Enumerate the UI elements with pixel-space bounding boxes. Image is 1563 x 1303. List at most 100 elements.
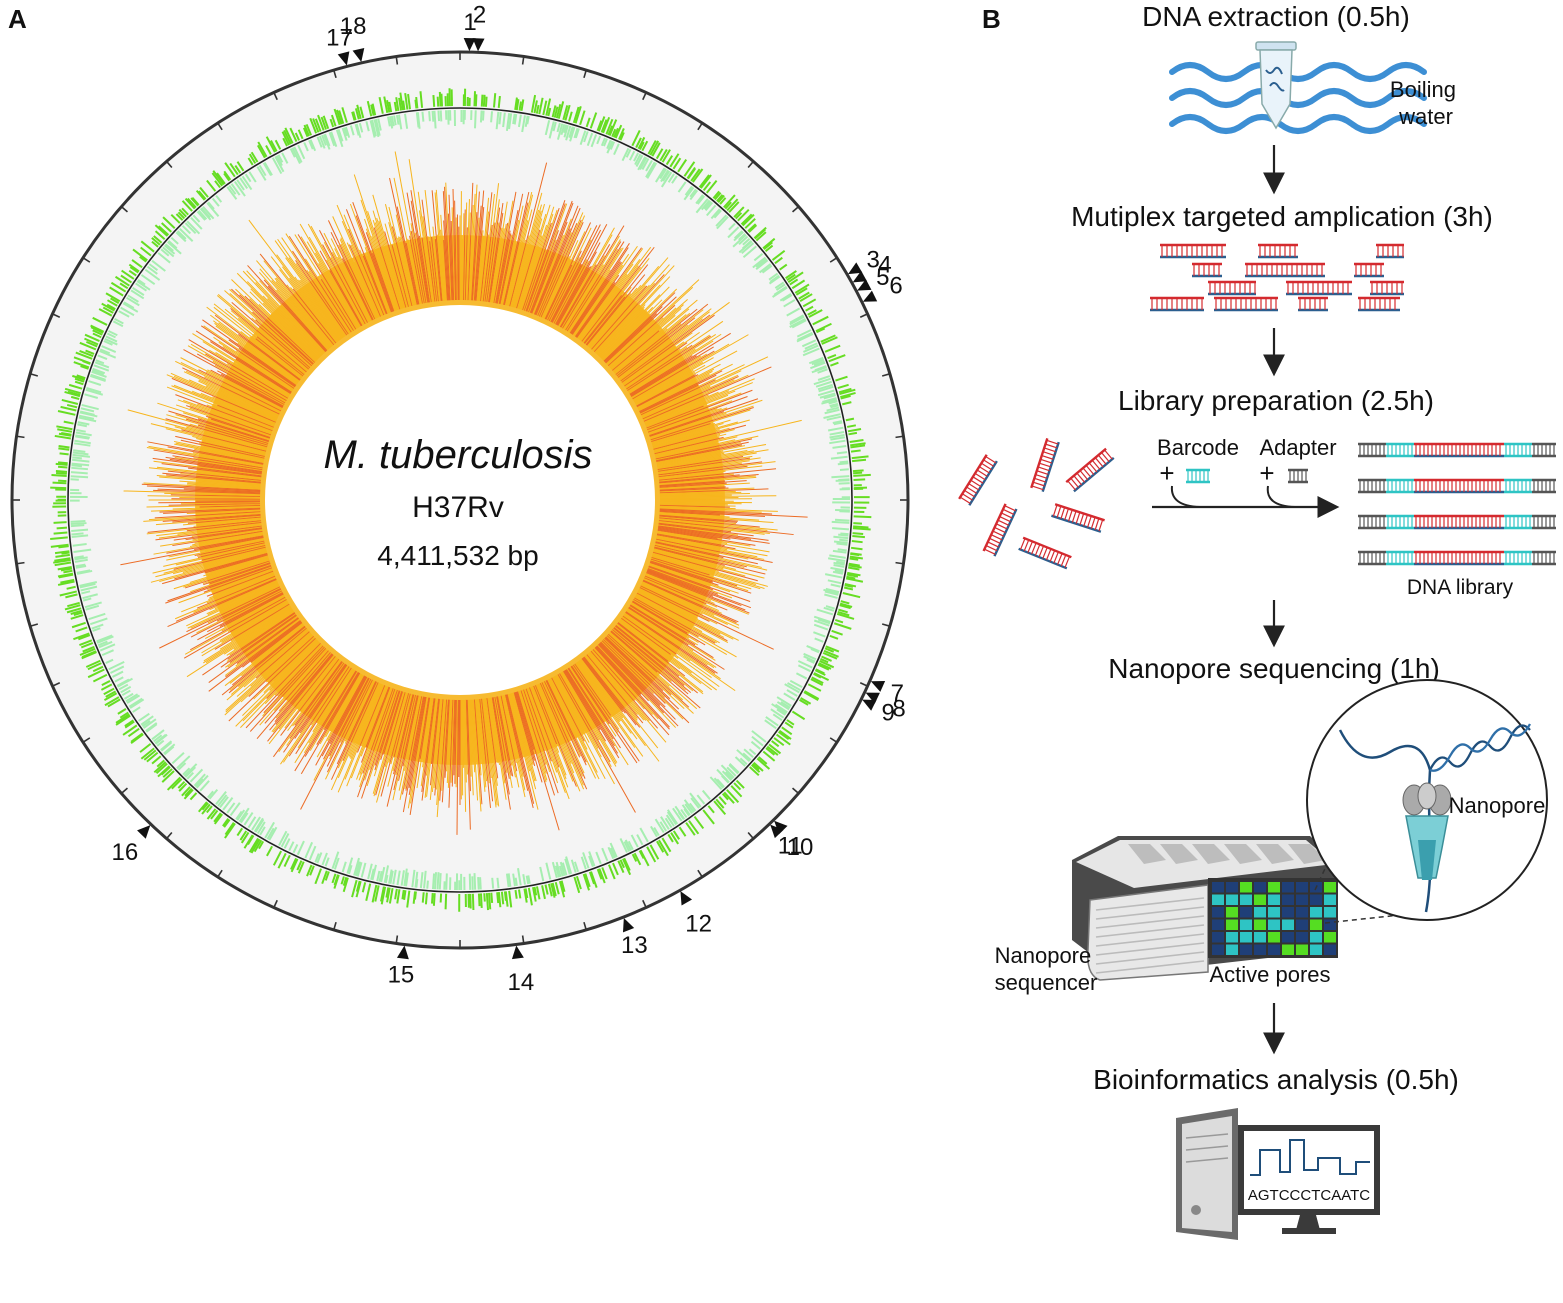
coverage-bar (230, 308, 307, 373)
coverage-bar (650, 405, 754, 440)
computer-tower-icon (1176, 1108, 1238, 1240)
coverage-bar (346, 685, 387, 787)
gene-forward-mark (735, 212, 743, 220)
coverage-bar (175, 435, 265, 457)
coverage-bar (235, 618, 300, 667)
gene-forward-mark (846, 575, 856, 580)
gene-forward-mark (723, 791, 735, 804)
gene-reverse-mark (344, 126, 351, 138)
coverage-bar (654, 436, 738, 456)
gene-forward-mark (161, 770, 175, 783)
coverage-bar (300, 672, 361, 775)
gene-reverse-mark (525, 875, 530, 885)
coverage-bar (659, 502, 742, 505)
gene-forward-mark (50, 536, 68, 541)
coverage-bar (198, 465, 262, 475)
gene-reverse-mark (80, 585, 98, 592)
gene-forward-mark (554, 881, 560, 895)
coverage-bar (507, 209, 533, 306)
gene-forward-mark (588, 871, 595, 885)
coverage-bar (356, 685, 386, 753)
gene-forward-mark (568, 111, 573, 122)
coverage-bar (217, 294, 308, 371)
library-fragment (1358, 478, 1556, 494)
coverage-bar (178, 568, 273, 604)
gene-forward-mark (687, 168, 696, 180)
coverage-bar (656, 534, 736, 550)
coverage-bar (354, 261, 380, 318)
coverage-bar (216, 295, 308, 372)
coverage-bar (655, 435, 759, 459)
coverage-bar (622, 615, 677, 655)
coverage-bar (389, 177, 418, 305)
dna-fragment (1370, 280, 1404, 296)
dna-fragment (1065, 447, 1115, 493)
coverage-bar (360, 686, 389, 757)
gene-reverse-mark (802, 347, 820, 357)
coverage-bar (280, 658, 340, 736)
coverage-bar (414, 232, 428, 303)
gene-reverse-mark (574, 128, 580, 139)
gene-reverse-mark (128, 697, 143, 708)
coverage-bar (343, 214, 386, 315)
coverage-bar (631, 602, 699, 643)
coverage-bar (605, 636, 664, 692)
coverage-bar (201, 544, 266, 561)
coverage-bar (631, 353, 707, 399)
nanopore-protein-icon (1402, 782, 1452, 880)
gene-forward-mark (379, 886, 385, 902)
coverage-bar (299, 279, 343, 339)
coverage-bar (659, 514, 738, 522)
coverage-bar (525, 200, 566, 312)
coverage-bar (359, 688, 395, 788)
gene-reverse-mark (624, 839, 632, 851)
gene-forward-mark (661, 837, 672, 853)
gene-reverse-mark (354, 861, 361, 877)
gene-forward-mark (818, 662, 832, 670)
coverage-bar (645, 382, 753, 427)
coverage-bar (559, 673, 611, 763)
gene-forward-mark (438, 91, 442, 107)
coverage-bar (316, 672, 360, 745)
gene-forward-mark (685, 822, 696, 836)
coverage-bar (626, 609, 715, 669)
coverage-bar (569, 667, 605, 721)
gene-reverse-mark (96, 634, 113, 643)
gene-reverse-mark (811, 366, 827, 374)
coverage-bar (515, 691, 543, 783)
gene-reverse-mark (236, 179, 245, 191)
gene-reverse-mark (132, 706, 141, 713)
coverage-bar (283, 663, 346, 753)
coverage-bar (285, 233, 351, 333)
gene-forward-mark (833, 622, 852, 630)
gene-reverse-mark (80, 407, 95, 413)
coverage-bar (192, 435, 266, 455)
coverage-bar (463, 699, 467, 783)
coverage-bar (654, 547, 725, 566)
gene-forward-mark (79, 349, 94, 358)
gene-reverse-mark (839, 460, 849, 464)
coverage-bar (523, 207, 560, 311)
coverage-bar (273, 661, 343, 758)
coverage-bar (388, 206, 414, 306)
gene-reverse-mark (337, 129, 344, 142)
gene-reverse-mark (75, 434, 90, 439)
gene-reverse-mark (259, 826, 266, 836)
coverage-bar (148, 512, 261, 521)
gene-reverse-mark (623, 841, 631, 852)
coverage-bar (367, 211, 400, 310)
coverage-bar (390, 249, 408, 308)
coverage-bar (274, 653, 333, 723)
gene-forward-mark (297, 129, 304, 140)
coverage-bar (405, 242, 420, 305)
coverage-bar (190, 590, 283, 638)
gene-reverse-mark (171, 752, 185, 765)
coverage-bar (543, 681, 581, 758)
gene-forward-mark (253, 839, 263, 853)
gene-forward-mark (229, 162, 239, 176)
coverage-bar (641, 583, 728, 625)
gene-reverse-mark (689, 189, 699, 201)
gene-forward-mark (222, 818, 230, 827)
gene-reverse-mark (91, 370, 107, 378)
coverage-bar (424, 190, 439, 302)
